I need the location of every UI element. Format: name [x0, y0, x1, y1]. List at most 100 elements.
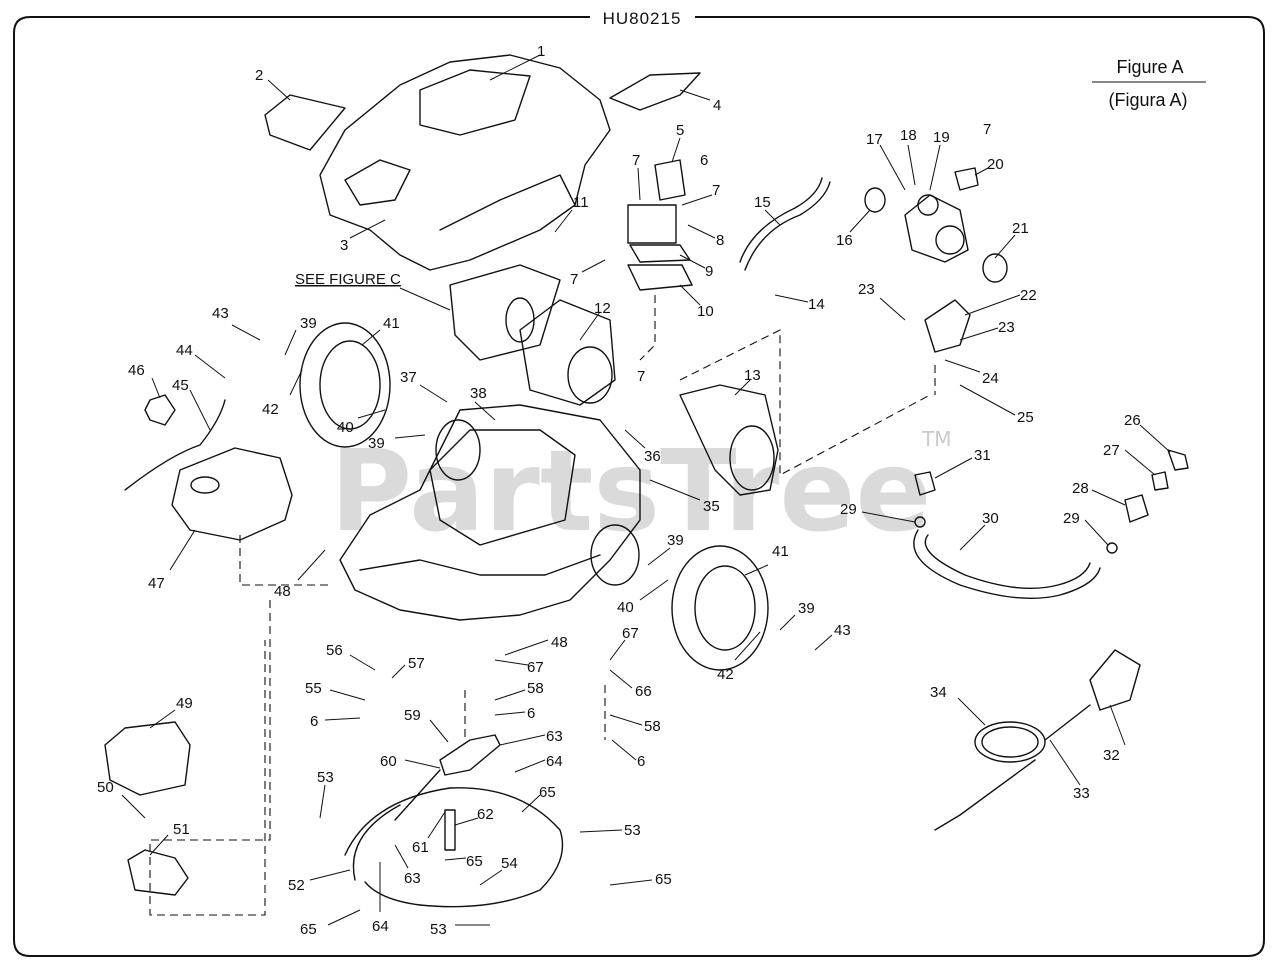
callout-48a: 48	[274, 583, 291, 600]
callout-6: 6	[700, 152, 708, 169]
part-wheel-right	[671, 545, 769, 671]
part-frame-chassis	[339, 404, 641, 621]
see-figure-leader	[399, 287, 451, 311]
see-figure-note: SEE FIGURE C	[295, 271, 401, 288]
callout-10: 10	[697, 303, 714, 320]
callout-39b: 39	[368, 435, 385, 452]
callout-40b: 40	[617, 599, 634, 616]
callout-39a: 39	[300, 315, 317, 332]
callout-7c: 7	[570, 271, 578, 288]
callout-14: 14	[808, 296, 825, 313]
callout-15: 15	[754, 194, 771, 211]
callout-6c: 6	[637, 753, 645, 770]
callout-47: 47	[148, 575, 165, 592]
part-hose-15	[739, 177, 831, 271]
callout-61: 61	[412, 839, 429, 856]
part-fittings-26-28	[914, 449, 1189, 554]
assembly-line-3	[639, 295, 656, 361]
callout-25: 25	[1017, 409, 1034, 426]
part-handle-51	[127, 849, 189, 896]
callout-7a: 7	[632, 152, 640, 169]
assembly-line-2	[149, 600, 271, 916]
part-fan-shroud	[679, 384, 779, 496]
figure-label-alt: (Figura A)	[1108, 90, 1187, 110]
callout-58a: 58	[527, 680, 544, 697]
callout-6a: 6	[310, 713, 318, 730]
callout-35: 35	[703, 498, 720, 515]
callout-34: 34	[930, 684, 947, 701]
callout-43a: 43	[212, 305, 229, 322]
callout-36: 36	[644, 448, 661, 465]
callout-7e: 7	[983, 121, 991, 138]
callout-3: 3	[340, 237, 348, 254]
callouts: 1 2 3 4 5 6 7 7 7 7 7 8 9 10 11 12 13 14…	[97, 43, 1171, 938]
callout-41a: 41	[383, 315, 400, 332]
callout-63b: 63	[404, 870, 421, 887]
part-bumper-ring	[344, 787, 564, 908]
callout-24: 24	[982, 370, 999, 387]
callout-22: 22	[1020, 287, 1037, 304]
callout-44: 44	[176, 342, 193, 359]
callout-33: 33	[1073, 785, 1090, 802]
part-power-cord	[934, 649, 1141, 831]
callout-4: 4	[713, 97, 721, 114]
part-handle-49	[104, 721, 191, 796]
callout-54: 54	[501, 855, 518, 872]
callout-1: 1	[537, 43, 545, 60]
callout-6b: 6	[527, 705, 535, 722]
callout-56: 56	[326, 642, 343, 659]
callout-19: 19	[933, 129, 950, 146]
part-motor	[449, 264, 616, 406]
callout-55: 55	[305, 680, 322, 697]
callout-65d: 65	[300, 921, 317, 938]
part-decal-right	[609, 72, 701, 111]
callout-23b: 23	[998, 319, 1015, 336]
callout-65c: 65	[655, 871, 672, 888]
callout-39d: 39	[798, 600, 815, 617]
callout-60: 60	[380, 753, 397, 770]
callout-8: 8	[716, 232, 724, 249]
part-shroud-top	[319, 54, 611, 271]
callout-32: 32	[1103, 747, 1120, 764]
callout-41b: 41	[772, 543, 789, 560]
callout-67b: 67	[527, 659, 544, 676]
callout-65b: 65	[466, 853, 483, 870]
callout-40a: 40	[337, 419, 354, 436]
callout-42a: 42	[262, 401, 279, 418]
frame-border	[13, 16, 1265, 957]
callout-7d: 7	[637, 368, 645, 385]
callout-18: 18	[900, 127, 917, 144]
watermark-tm: TM	[921, 427, 951, 451]
callout-65a: 65	[539, 784, 556, 801]
callout-13: 13	[744, 367, 761, 384]
callout-11: 11	[573, 194, 589, 211]
assembly-line-4	[679, 329, 931, 476]
callout-20: 20	[987, 156, 1004, 173]
callout-64a: 64	[546, 753, 563, 770]
callout-16: 16	[836, 232, 853, 249]
callout-43b: 43	[834, 622, 851, 639]
assembly-line-1	[239, 535, 330, 586]
part-pressure-switch	[627, 159, 693, 291]
callout-26: 26	[1124, 412, 1141, 429]
figure-label: Figure A	[1116, 57, 1183, 77]
callout-57: 57	[408, 655, 425, 672]
callout-53b: 53	[624, 822, 641, 839]
callout-42b: 42	[717, 666, 734, 683]
callout-39c: 39	[667, 532, 684, 549]
callout-49: 49	[176, 695, 193, 712]
callout-23a: 23	[858, 281, 875, 298]
callout-27: 27	[1103, 442, 1120, 459]
callout-53a: 53	[317, 769, 334, 786]
callout-12: 12	[594, 300, 611, 317]
part-wheel-left	[299, 322, 391, 448]
callout-66: 66	[635, 683, 652, 700]
part-hose-30	[913, 529, 1101, 600]
callout-38: 38	[470, 385, 487, 402]
callout-58b: 58	[644, 718, 661, 735]
callout-31: 31	[974, 447, 991, 464]
callout-46: 46	[128, 362, 145, 379]
callout-64b: 64	[372, 918, 389, 935]
callout-37: 37	[400, 369, 417, 386]
callout-62: 62	[477, 806, 494, 823]
